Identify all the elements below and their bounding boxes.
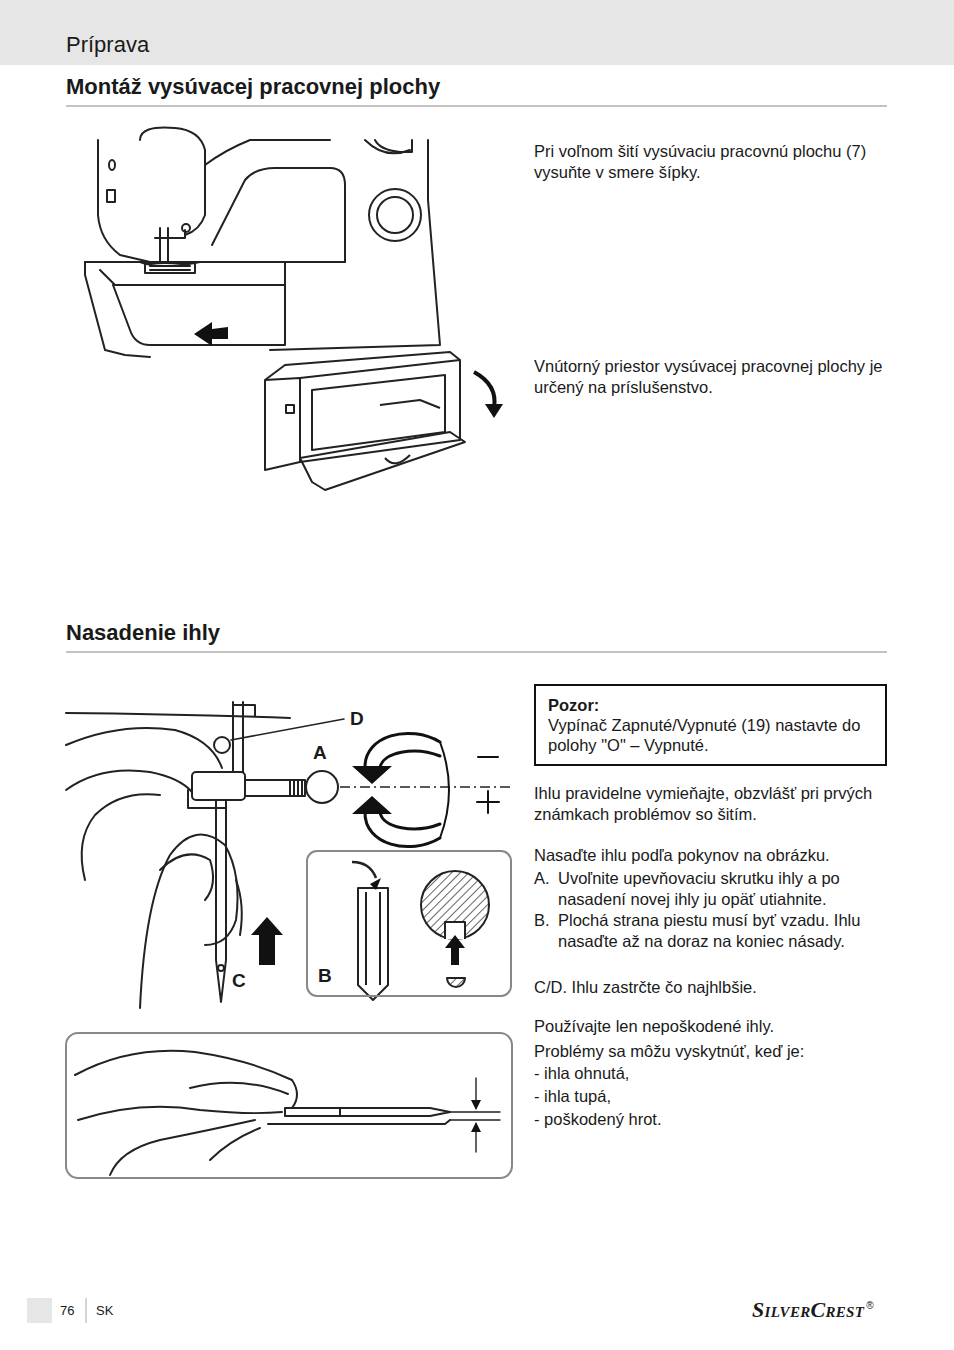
turn-arrow <box>474 372 495 408</box>
list-marker: A. <box>534 868 550 889</box>
header-band <box>0 0 954 65</box>
page-header: Príprava <box>66 32 149 58</box>
list-item: - ihla tupá, <box>534 1086 884 1107</box>
footer-divider <box>86 1298 87 1323</box>
list-item: - ihla ohnutá, <box>534 1063 884 1084</box>
turn-arrow-head <box>485 404 503 418</box>
list-item: - poškodený hrot. <box>534 1109 884 1130</box>
push-arrow <box>445 935 465 965</box>
rotation-arrows <box>365 733 499 846</box>
section-rule <box>66 651 887 652</box>
callout-letter: D <box>350 708 364 730</box>
needle-shank-detail <box>352 862 489 1000</box>
page-tab <box>27 1298 52 1323</box>
detail-panel: B <box>306 850 512 997</box>
list-text: C/D. Ihlu zastrčte čo najhlbšie. <box>534 977 884 998</box>
axis-line <box>340 786 512 788</box>
figure-letter: B <box>318 965 332 987</box>
language-code: SK <box>96 1303 113 1319</box>
accessory-drawer <box>265 352 465 490</box>
body-text: Používajte len nepoškodené ihly. <box>534 1016 884 1037</box>
body-text: Nasaďte ihlu podľa pokynov na obrázku. <box>534 845 884 866</box>
warning-text: Vypínač Zapnuté/Vypnuté (19) nastavte do… <box>548 715 875 755</box>
warning-box: Pozor:Vypínač Zapnuté/Vypnuté (19) nasta… <box>534 684 887 766</box>
body-text: Problémy sa môžu vyskytnúť, keď je: <box>534 1041 884 1062</box>
needle-check-figure <box>75 1051 500 1175</box>
page-number: 76 <box>60 1303 74 1319</box>
section-heading: Montáž vysúvacej pracovnej plochy <box>66 74 440 100</box>
warning-heading: Pozor: <box>548 695 875 715</box>
header-band: Príprava <box>0 0 954 65</box>
registered-mark: ® <box>866 1300 873 1312</box>
body-text: Vnútorný priestor vysúvacej pracovnej pl… <box>534 356 884 398</box>
turn-head <box>370 878 381 890</box>
brand-logo: SilverCrest <box>752 1298 864 1322</box>
rotation-heads <box>352 766 392 814</box>
list-text: Uvoľnite upevňovaciu skrutku ihly a po n… <box>558 868 880 910</box>
check-panel <box>66 1033 512 1178</box>
list-text: Plochá strana piestu musí byť vzadu. Ihl… <box>558 910 880 952</box>
body-text: Ihlu pravidelne vymieňajte, obzvlášť pri… <box>534 783 884 825</box>
callout-letter: C <box>232 970 246 992</box>
section-rule <box>66 105 887 106</box>
sewing-machine <box>85 128 440 358</box>
needle-figure <box>66 702 344 1008</box>
dimension-heads <box>471 1100 481 1132</box>
list-marker: B. <box>534 910 550 931</box>
callout-letter: A <box>313 742 327 764</box>
body-text: Pri voľnom šití vysúvaciu pracovnú ploch… <box>534 141 884 183</box>
section-heading: Nasadenie ihly <box>66 620 220 646</box>
slide-arrow <box>194 322 228 346</box>
insert-arrow <box>251 917 283 965</box>
